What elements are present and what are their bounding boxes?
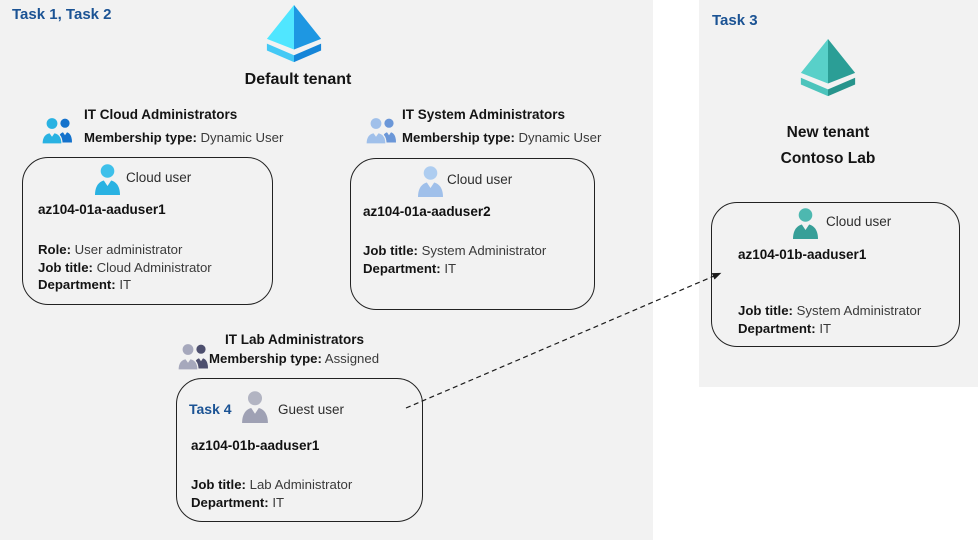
user-card-aaduser1: Cloud user az104-01a-aaduser1 Role: User… [22,157,273,305]
user-field-department: Department: IT [191,494,285,510]
user-type-label: Cloud user [826,214,892,229]
user-field-role: Role: User administrator [38,242,183,257]
group-membership: Membership type: Assigned [209,351,379,366]
group-users-icon [41,115,74,145]
cloud-user-icon [792,208,819,239]
user-name: az104-01b-aaduser1 [738,247,867,262]
group-users-icon [365,115,398,145]
user-field-department: Department: IT [38,277,132,293]
user-card-aaduser2: Cloud user az104-01a-aaduser2 Job title:… [350,158,595,310]
group-users-icon [177,341,210,371]
user-type-label: Cloud user [126,170,192,185]
user-type-label: Guest user [278,402,345,417]
cloud-user-icon [94,164,121,195]
user-field-job-title: Job title: Lab Administrator [191,477,353,492]
user-name: az104-01a-aaduser2 [363,204,491,219]
membership-label: Membership type: [209,351,322,366]
new-tenant-title-line2: Contoso Lab [780,150,876,167]
default-tenant-title: Default tenant [244,71,352,88]
membership-label: Membership type: [402,130,515,145]
cloud-user-icon [417,166,444,197]
user-field-job-title: Job title: System Administrator [363,243,547,258]
user-card-new-tenant: Cloud user az104-01b-aaduser1 Job title:… [711,202,960,347]
user-type-label: Cloud user [447,172,513,187]
user-field-department: Department: IT [738,320,832,336]
guest-user-card: Task 4 Guest user az104-01b-aaduser1 Job… [176,378,423,522]
default-tenant-panel [0,0,653,540]
user-field-job-title: Job title: Cloud Administrator [38,259,212,275]
azure-ad-tenant-icon [263,4,325,64]
user-name: az104-01a-aaduser1 [38,202,166,217]
group-name: IT System Administrators [402,107,566,122]
task-3-label: Task 3 [712,12,758,29]
membership-label: Membership type: [84,130,197,145]
group-name: IT Cloud Administrators [84,107,238,122]
user-field-job-title: Job title: System Administrator [738,303,922,318]
guest-user-icon [241,391,269,423]
task-4-label: Task 4 [189,401,232,417]
task-1-2-label: Task 1, Task 2 [12,6,112,23]
membership-value: Dynamic User [200,130,284,145]
group-membership: Membership type: Dynamic User [402,130,601,145]
new-tenant-icon [797,37,859,99]
user-field-department: Department: IT [363,260,457,276]
new-tenant-title-line1: New tenant [786,124,870,141]
membership-value: Dynamic User [518,130,602,145]
membership-value: Assigned [324,351,380,366]
group-name: IT Lab Administrators [225,332,365,347]
group-membership: Membership type: Dynamic User [84,130,283,145]
user-name: az104-01b-aaduser1 [191,438,320,453]
